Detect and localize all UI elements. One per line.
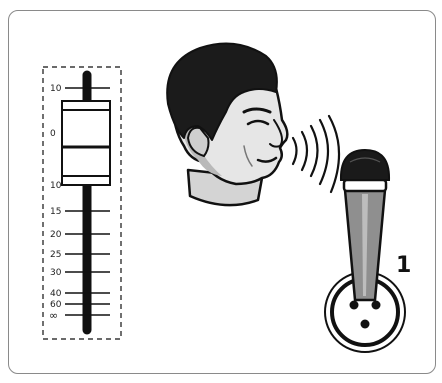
scale-label: 40 <box>50 289 62 299</box>
scale-label: 20 <box>50 230 62 240</box>
fader-knob[interactable] <box>62 101 110 185</box>
scale-label: 10 <box>50 181 62 191</box>
sound-waves-icon <box>293 116 339 192</box>
fader: 10 0 10 15 20 25 30 40 60 ∞ <box>43 67 121 339</box>
scale-label: 15 <box>50 207 61 217</box>
scale-label: ∞ <box>49 309 58 322</box>
head-speaking-icon <box>167 44 287 206</box>
channel-number-label: 1 <box>396 253 411 278</box>
scale-label: 30 <box>50 268 62 278</box>
scale-label: 10 <box>50 84 62 94</box>
scale-label: 25 <box>50 250 61 260</box>
scale-label: 0 <box>50 129 56 139</box>
